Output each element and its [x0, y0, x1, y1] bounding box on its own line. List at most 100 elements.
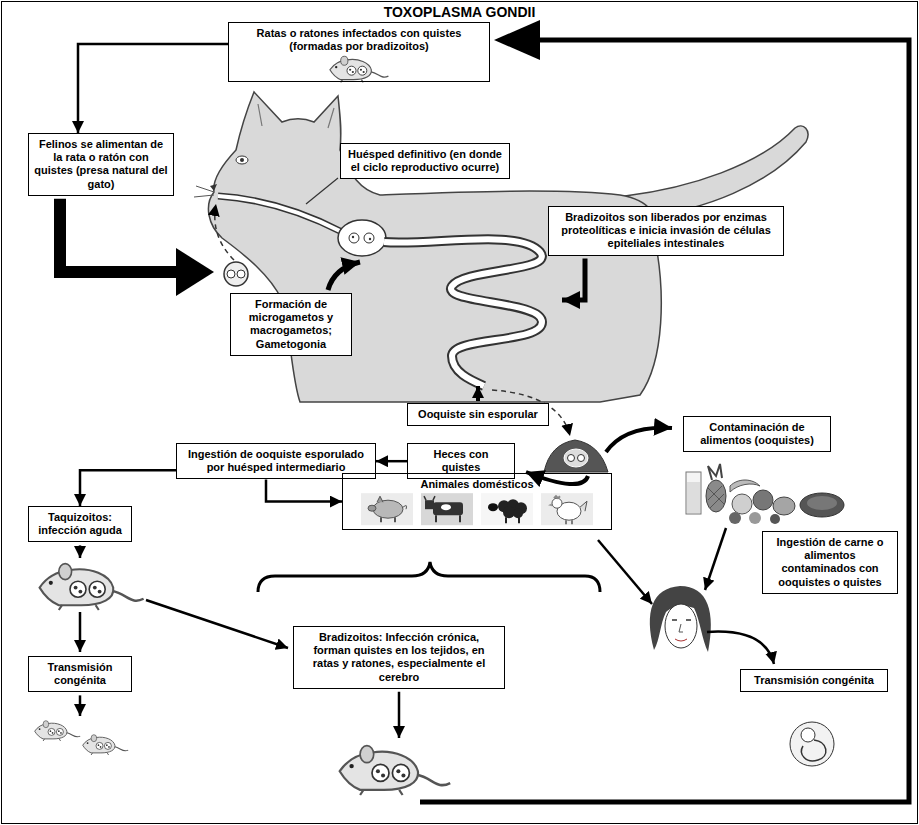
infected-mouse-icon [330, 56, 389, 82]
human-face [650, 586, 711, 652]
contaminated-food [708, 486, 724, 508]
chicken-icon [548, 503, 552, 506]
cow-icon [421, 493, 473, 525]
contaminated-food [687, 482, 700, 513]
human-face [650, 586, 711, 652]
release-box: Bradizoitos son liberados por enzimas pr… [548, 206, 784, 256]
fetus-icon [801, 740, 825, 761]
chicken-icon [541, 493, 593, 525]
arrow [705, 528, 726, 590]
contaminated-food [807, 496, 837, 510]
grouping-brace [258, 562, 600, 592]
tissue-cyst [369, 238, 371, 240]
ingested-cyst [237, 270, 245, 278]
food-box: Contaminación de alimentos (ooquistes) [683, 416, 831, 452]
arrow [598, 540, 652, 604]
contaminated-food [706, 480, 726, 512]
stomach [338, 220, 386, 256]
feline-box: Felinos se alimentan de la rata o ratón … [28, 133, 174, 196]
acute-infected-mouse [70, 581, 105, 597]
arrow [79, 612, 82, 652]
ingested-cyst [224, 262, 248, 286]
arrow [79, 545, 82, 558]
newborn-mouse [35, 721, 80, 741]
newborn-mouse [48, 728, 63, 735]
feces [568, 455, 575, 462]
congenital-box: Transmisión congénita [740, 669, 888, 692]
thick-arrow-head [494, 20, 540, 60]
flow-arrow [78, 44, 228, 133]
newborn-mouse [83, 735, 129, 755]
pig-icon [377, 496, 383, 502]
arrow [398, 692, 401, 738]
thick-arrow [476, 386, 480, 401]
contaminated-food [800, 493, 844, 517]
contaminated-food [708, 464, 722, 480]
human-face [672, 619, 691, 621]
cat-eye [240, 158, 244, 162]
contaminated-food [770, 514, 780, 524]
contaminated-food [749, 512, 761, 524]
box-text: Animales domésticos [348, 478, 606, 491]
feces [564, 449, 588, 467]
infected-rodent-box: Ratas o ratones infectados con quistes (… [228, 22, 490, 82]
pig-icon [368, 505, 376, 511]
box-text: Ingestión de carne o alimentos contamina… [768, 536, 892, 589]
human-face [679, 624, 683, 632]
cow-icon [421, 493, 473, 525]
tissue-cyst [364, 233, 374, 243]
chronic-infected-mouse [372, 764, 409, 781]
box-text: Transmisión congénita [746, 674, 882, 687]
newborn-mouse [35, 721, 80, 741]
newborn-mouse [83, 735, 129, 755]
box-text: Felinos se alimentan de la rata o ratón … [34, 138, 168, 191]
cat-illustration [194, 92, 808, 402]
domestic-animals-box: Animales domésticos [342, 473, 612, 530]
sheep-icon [513, 508, 523, 518]
box-text: Ingestión de ooquiste esporulado por hué… [182, 448, 370, 474]
bradyzoite-box: Bradizoitos: Infección crónica, forman q… [293, 626, 505, 689]
box-text: Heces con quistes [413, 448, 509, 474]
fetus-icon [790, 722, 834, 766]
oocyst-box: Ooquiste sin esporular [407, 403, 549, 426]
pig-icon [361, 493, 413, 525]
contaminated-food [686, 472, 701, 514]
cat-tail [625, 126, 808, 214]
infected-mouse-icon [330, 56, 389, 82]
cow-icon [436, 515, 460, 522]
arrow [146, 600, 288, 648]
pig-icon [403, 506, 407, 510]
esophagus [218, 196, 342, 232]
newborn-mouse [96, 742, 111, 749]
human-ingestion-box: Ingestión de carne o alimentos contamina… [762, 531, 898, 594]
feces [578, 455, 585, 462]
thick-arrow [328, 262, 360, 290]
chicken-icon [580, 501, 587, 511]
cat-eye [236, 156, 248, 164]
feces [544, 440, 608, 472]
intestine [384, 239, 542, 386]
cat-ear-detail [258, 104, 334, 128]
box-text: Ooquiste sin esporular [413, 408, 543, 421]
sheep-icon [481, 493, 533, 525]
chronic-infected-mouse [340, 746, 451, 795]
domestic-animal-icons [361, 493, 593, 525]
cow-icon [425, 500, 434, 509]
cow-icon [433, 502, 463, 515]
leader-line [306, 178, 338, 204]
flow-arrow [376, 460, 407, 463]
pig-icon [361, 493, 413, 525]
human-face [675, 639, 687, 641]
arrow [707, 632, 774, 664]
gametogony-box: Formación de microgametos y macrogametos… [230, 293, 352, 356]
contaminated-food [773, 497, 795, 515]
pig-icon [381, 517, 395, 522]
ingested-cyst [224, 262, 248, 286]
contaminated-food [732, 494, 752, 514]
flow-arrow [80, 470, 176, 506]
box-text: Bradizoitos: Infección crónica, forman q… [299, 631, 499, 684]
cow-icon [441, 504, 451, 510]
chicken-icon [541, 493, 593, 525]
